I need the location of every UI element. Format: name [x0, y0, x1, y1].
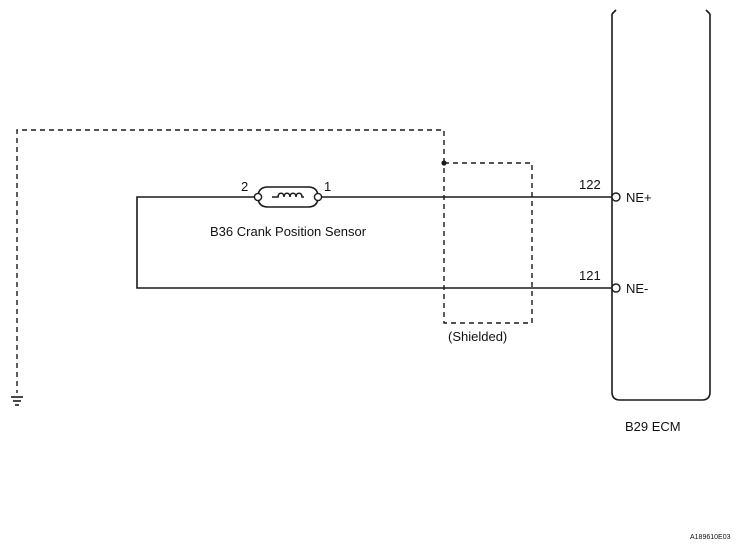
- shield-ground-line: [16, 129, 445, 393]
- terminal-121-number: 121: [579, 268, 601, 283]
- shield-label: (Shielded): [448, 329, 507, 344]
- sensor-label: B36 Crank Position Sensor: [210, 224, 367, 239]
- sensor-pin-1-terminal: [313, 192, 323, 202]
- coil-icon: [272, 192, 304, 198]
- ecm-block: [611, 9, 711, 401]
- shield-box: [441, 160, 533, 324]
- crank-position-sensor: [253, 186, 323, 208]
- terminal-122-name: NE+: [626, 190, 652, 205]
- terminal-121: [611, 283, 621, 293]
- terminal-122-number: 122: [579, 177, 601, 192]
- sensor-pin-left-label: 2: [241, 179, 248, 194]
- ecm-label: B29 ECM: [625, 419, 681, 434]
- terminal-121-name: NE-: [626, 281, 648, 296]
- sensor-pin-2-terminal: [253, 192, 263, 202]
- sensor-pin-right-label: 1: [324, 179, 331, 194]
- shield-junction-dot: [441, 160, 447, 166]
- wire-ne-plus: [136, 196, 612, 289]
- figure-code: A189610E03: [690, 534, 731, 541]
- ground-symbol: [11, 396, 23, 406]
- terminal-122: [611, 192, 621, 202]
